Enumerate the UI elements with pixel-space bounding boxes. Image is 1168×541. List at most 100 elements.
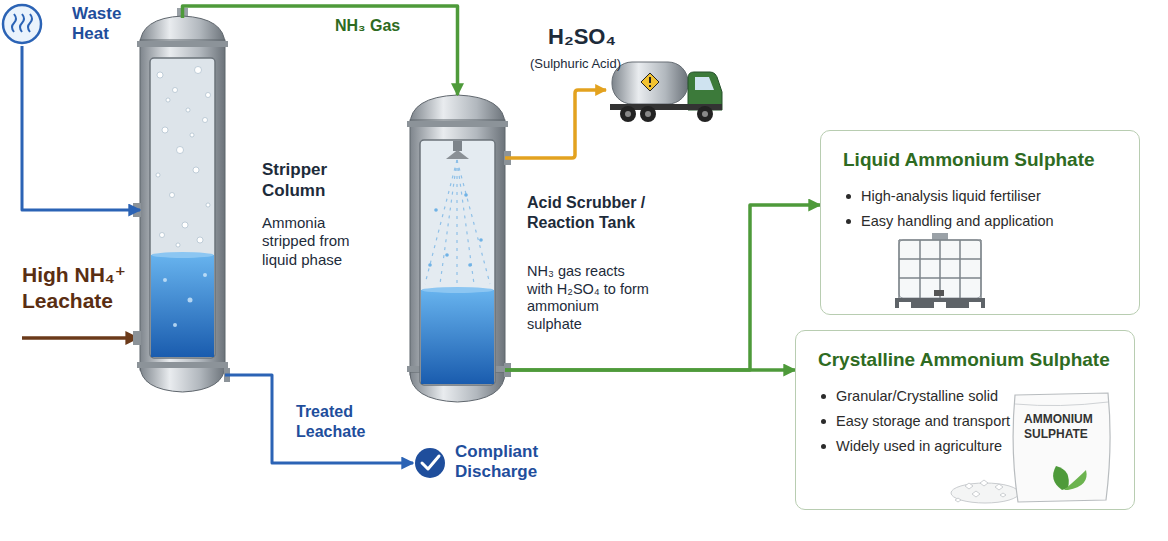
heat-icon [3,5,41,43]
tanker-truck [695,77,714,90]
fertiliser-bag [1000,493,1006,497]
scrubber-vessel [422,287,494,293]
heat-icon [28,14,32,32]
scrubber-vessel [468,263,472,267]
flow-pipe [225,375,413,463]
ibc-tote [969,302,981,308]
heat-source: Waste Heat [2,2,134,46]
fertiliser-bag [995,484,1003,490]
ibc-tote [899,302,911,308]
fertiliser-bag [1015,402,1108,406]
stripper-column-vessel [195,67,202,74]
product-card: Liquid Ammonium SulphateHigh-analysis li… [820,130,1140,315]
stripper-column-vessel [133,8,230,392]
scrubber-vessel [457,160,490,284]
stripper-column-vessel [151,255,214,357]
flow-pipe [505,368,795,372]
stripper-column-vessel [190,133,194,137]
ibc-tote [939,240,941,298]
stripper-column-vessel [133,331,141,345]
scrubber-vessel [453,141,462,151]
stripper-column-vessel [150,58,215,358]
stripper-column-vessel [162,127,168,133]
stripper-column-vessel [166,98,170,102]
card-title: Crystalline Ammonium Sulphate [818,349,1112,371]
ibc-tote [898,240,900,298]
check-icon [415,448,445,478]
stripper-column-vessel [173,323,177,327]
discharge-point: Compliant Discharge [413,440,548,486]
stripper-column-vessel [152,252,214,258]
leachate-inlet [22,336,138,340]
ibc-tote [934,302,946,308]
edge-label: Treated Leachate [296,402,378,441]
scrubber-tank: Acid Scrubber / Reaction TankNH₃ gas rea… [410,95,505,402]
scrubber-vessel [428,263,432,267]
scrubber-vessel [456,160,457,284]
scrubber-vessel [464,193,468,197]
ibc-tote [980,240,982,298]
bullet-text: High-analysis liquid fertiliser [843,184,1117,209]
stripper-column: Stripper ColumnAmmonia stripped from liq… [140,18,225,390]
stripper-column-vessel [160,233,165,238]
tanker-truck [612,62,688,104]
fertiliser-bag [980,480,988,486]
check-icon [422,456,439,469]
stripper-column-vessel [163,273,207,327]
ibc-tote [899,239,981,241]
stripper-column-vessel [188,298,193,303]
scrubber-vessel [428,193,483,267]
stripper-column-vessel [176,243,180,247]
stripper-column-vessel [197,237,203,243]
scrubber-vessel [446,150,469,159]
tanker-truck [702,111,708,117]
scrubber-vessel [434,208,438,212]
fertiliser-bag [972,491,980,497]
fertiliser-bag [955,480,1006,502]
ibc-tote [899,240,981,298]
fertiliser-bag [965,483,973,489]
ibc-tote [919,240,921,298]
stripper-column-vessel [140,40,225,370]
bullet-text: Easy handling and application [843,209,1117,234]
tanker-truck [620,106,636,122]
stripper-column-vessel [170,193,175,198]
scrubber-vessel [425,160,490,284]
heat-icon [20,14,24,32]
fertiliser-bag [955,498,961,502]
tanker-truck [610,62,722,122]
tanker-truck [649,85,651,87]
stripper-column-vessel [140,365,225,392]
scrubber-vessel [479,238,483,242]
ibc-tote [959,240,961,298]
edge-label: NH₃ Gas [335,16,425,36]
flow-pipe [183,6,458,95]
tanker-truck [641,73,659,91]
stripper-column-vessel [203,118,208,123]
stripper-column-vessel [206,203,210,207]
tanker-truck [625,111,631,117]
stripper-column-vessel [157,72,163,78]
tanker-truck [645,111,651,117]
stripper-column-vessel [206,93,211,98]
ibc-tote [895,233,985,308]
scrubber-vessel [425,160,457,284]
stripper-column-vessel [173,88,178,93]
acid-line [505,90,606,158]
chemical-name: (Sulphuric Acid) [530,56,650,72]
chemical-formula: H₂SO₄ [548,24,638,51]
scrubber-vessel [420,140,495,385]
stripper-column-vessel [177,147,184,154]
stripper-column-vessel [182,222,188,228]
fertiliser-bag [1013,393,1110,502]
node-title: Compliant Discharge [455,442,547,482]
heat-icon [3,5,41,43]
node-description: Ammonia stripped from liquid phase [262,214,377,269]
inlet-label: High NH₄⁺ Leachate [22,262,144,313]
heat-icon [12,14,16,32]
fertiliser-bag [1053,466,1069,490]
stripper-column-vessel [186,108,190,112]
scrubber-vessel [421,290,494,384]
stripper-column-vessel [163,278,167,282]
